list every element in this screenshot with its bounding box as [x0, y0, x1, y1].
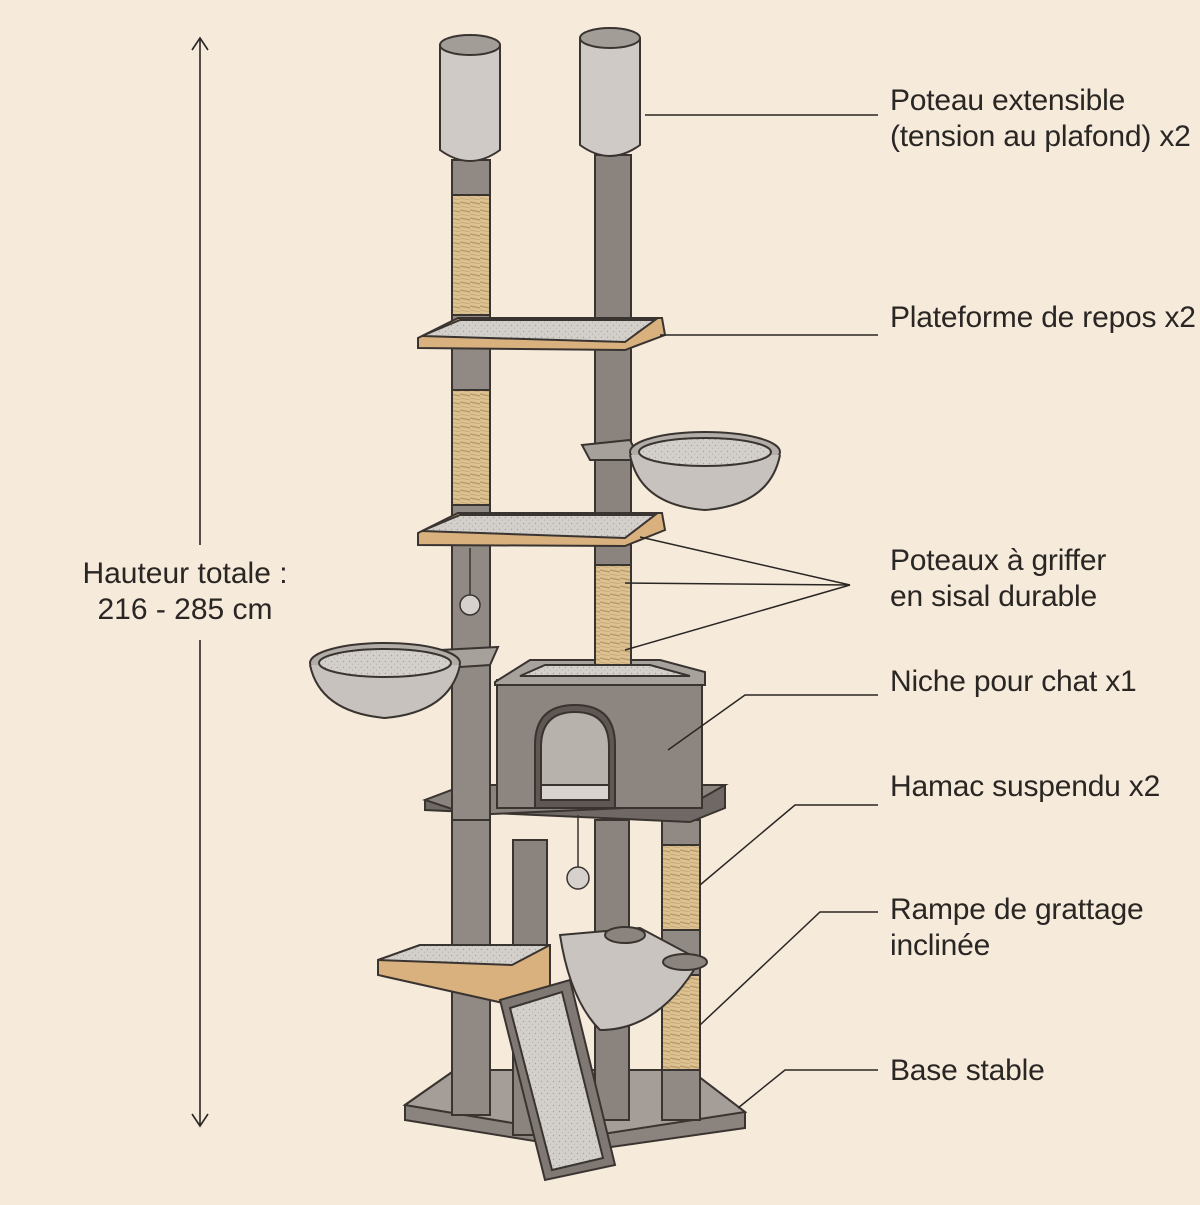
callout-extensible-post-line1: Poteau extensible — [890, 84, 1126, 117]
callout-scratching-ramp: Rampe de grattage inclinée — [890, 892, 1144, 964]
height-dimension-arrow — [191, 36, 209, 1128]
callout-scratching-ramp-line2: inclinée — [890, 929, 991, 962]
tension-caps — [439, 27, 641, 162]
total-height-title: Hauteur totale : — [82, 557, 288, 590]
second-platform — [417, 512, 667, 548]
upper-bowl-hammock — [580, 431, 781, 512]
lower-toy-ball — [566, 815, 590, 890]
callout-stable-base: Base stable — [890, 1053, 1045, 1089]
left-bowl-hammock — [309, 642, 500, 720]
upper-platform — [417, 317, 667, 352]
left-main-post — [451, 159, 491, 821]
cat-niche — [494, 659, 706, 809]
callout-extensible-post-line2: (tension au plafond) x2 — [890, 120, 1191, 153]
callout-rest-platform: Plateforme de repos x2 — [890, 300, 1196, 336]
callout-hammock: Hamac suspendu x2 — [890, 769, 1160, 805]
callout-scratching-posts-line1: Poteaux à griffer — [890, 544, 1107, 577]
callout-scratching-ramp-line1: Rampe de grattage — [890, 893, 1144, 926]
callout-scratching-posts: Poteaux à griffer en sisal durable — [890, 543, 1106, 615]
callout-rest-platform-line1: Plateforme de repos x2 — [890, 301, 1196, 334]
lower-hammock — [558, 926, 708, 1032]
scratching-ramp — [498, 978, 617, 1182]
total-height-label: Hauteur totale : 216 - 285 cm — [70, 556, 300, 628]
low-side-platform — [377, 944, 551, 1007]
callout-stable-base-line1: Base stable — [890, 1054, 1045, 1087]
total-height-value: 216 - 285 cm — [97, 593, 273, 626]
right-main-post — [594, 154, 632, 666]
callout-cat-niche: Niche pour chat x1 — [890, 664, 1137, 700]
callout-scratching-posts-line2: en sisal durable — [890, 580, 1097, 613]
callout-extensible-post: Poteau extensible (tension au plafond) x… — [890, 83, 1191, 155]
callout-cat-niche-line1: Niche pour chat x1 — [890, 665, 1137, 698]
upper-toy-ball — [459, 548, 481, 616]
callout-hammock-line1: Hamac suspendu x2 — [890, 770, 1161, 803]
callout-leader-lines — [624, 114, 878, 1109]
